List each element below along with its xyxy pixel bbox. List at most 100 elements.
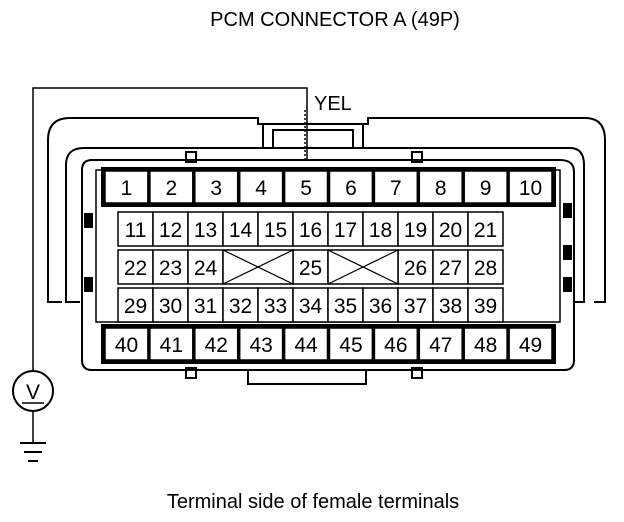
terminal-19: 19 — [397, 211, 434, 247]
terminal-number: 28 — [474, 257, 497, 280]
caption: Terminal side of female terminals — [167, 491, 459, 513]
terminal-47: 47 — [418, 327, 463, 361]
terminal-18: 18 — [362, 211, 399, 247]
terminal-number: 49 — [519, 334, 542, 357]
terminal-10: 10 — [508, 170, 553, 204]
side-lock-marks — [84, 203, 572, 292]
terminal-6: 6 — [328, 170, 374, 204]
terminal-number: 14 — [229, 219, 253, 242]
terminal-row-5: 40 41 42 43 44 45 46 47 48 49 — [101, 324, 556, 364]
terminal-31: 31 — [187, 287, 224, 323]
terminal-43: 43 — [238, 327, 284, 361]
terminal-22: 22 — [117, 249, 154, 285]
terminal-16: 16 — [292, 211, 329, 247]
terminal-number: 7 — [390, 177, 402, 200]
diagram-title: PCM CONNECTOR A (49P) — [210, 9, 460, 31]
terminal-1: 1 — [104, 170, 149, 204]
terminal-45: 45 — [328, 327, 374, 361]
terminal-21: 21 — [467, 211, 504, 247]
terminal-number: 42 — [205, 334, 228, 357]
terminal-number: 45 — [339, 334, 362, 357]
terminal-number: 43 — [249, 334, 272, 357]
terminal-number: 34 — [299, 295, 323, 318]
terminal-37: 37 — [397, 287, 434, 323]
terminal-number: 48 — [474, 334, 497, 357]
terminal-number: 21 — [474, 219, 497, 242]
terminal-17: 17 — [327, 211, 364, 247]
terminal-number: 46 — [384, 334, 407, 357]
terminal-28: 28 — [467, 249, 504, 285]
terminal-33: 33 — [257, 287, 294, 323]
terminal-number: 33 — [264, 295, 287, 318]
terminal-number: 31 — [194, 295, 217, 318]
terminal-number: 4 — [255, 177, 267, 200]
terminal-30: 30 — [152, 287, 189, 323]
terminal-number: 10 — [519, 177, 542, 200]
terminal-number: 15 — [264, 219, 287, 242]
terminal-number: 27 — [439, 257, 462, 280]
terminal-number: 13 — [194, 219, 217, 242]
terminal-number: 25 — [299, 257, 322, 280]
terminal-number: 23 — [159, 257, 182, 280]
terminal-7: 7 — [373, 170, 419, 204]
terminal-14: 14 — [222, 211, 259, 247]
terminal-number: 38 — [439, 295, 462, 318]
terminal-number: 47 — [429, 334, 452, 357]
terminal-42: 42 — [194, 327, 239, 361]
terminal-5: 5 — [283, 170, 329, 204]
terminal-25: 25 — [292, 249, 329, 285]
terminal-26: 26 — [397, 249, 434, 285]
terminal-number: 3 — [210, 177, 222, 200]
terminal-39: 39 — [467, 287, 504, 323]
terminal-4: 4 — [238, 170, 284, 204]
terminal-40: 40 — [104, 327, 149, 361]
terminal-9: 9 — [463, 170, 508, 204]
empty-cavity-1 — [222, 249, 294, 285]
terminal-46: 46 — [373, 327, 419, 361]
terminal-13: 13 — [187, 211, 224, 247]
terminal-number: 37 — [404, 295, 427, 318]
empty-cavity-2 — [327, 249, 399, 285]
terminal-41: 41 — [149, 327, 194, 361]
terminal-number: 30 — [159, 295, 182, 318]
terminal-23: 23 — [152, 249, 189, 285]
terminal-number: 24 — [194, 257, 218, 280]
terminal-number: 44 — [294, 334, 318, 357]
terminal-number: 2 — [166, 177, 178, 200]
terminal-number: 9 — [480, 177, 492, 200]
terminal-15: 15 — [257, 211, 294, 247]
terminal-11: 11 — [117, 211, 154, 247]
terminal-35: 35 — [327, 287, 364, 323]
voltmeter-symbol: V — [26, 381, 40, 404]
terminal-number: 8 — [435, 177, 447, 200]
terminal-12: 12 — [152, 211, 189, 247]
terminal-number: 6 — [345, 177, 357, 200]
terminal-number: 35 — [334, 295, 357, 318]
ground-icon — [20, 442, 46, 462]
terminal-3: 3 — [194, 170, 239, 204]
terminal-20: 20 — [432, 211, 469, 247]
terminal-number: 41 — [160, 334, 183, 357]
terminal-24: 24 — [187, 249, 224, 285]
terminal-49: 49 — [508, 327, 553, 361]
terminal-29: 29 — [117, 287, 154, 323]
terminal-number: 26 — [404, 257, 427, 280]
terminal-2: 2 — [149, 170, 194, 204]
terminal-38: 38 — [432, 287, 469, 323]
wire-color-label: YEL — [314, 93, 352, 115]
terminal-44: 44 — [283, 327, 329, 361]
terminal-number: 36 — [369, 295, 392, 318]
terminal-number: 1 — [121, 177, 133, 200]
terminal-number: 12 — [159, 219, 182, 242]
terminal-number: 19 — [404, 219, 427, 242]
terminal-number: 17 — [334, 219, 357, 242]
voltmeter-icon: V — [12, 370, 54, 412]
probe-wire — [32, 87, 308, 442]
terminal-number: 11 — [125, 219, 147, 242]
terminal-number: 39 — [474, 295, 497, 318]
connector-housing — [47, 117, 606, 385]
terminal-number: 18 — [369, 219, 392, 242]
terminal-number: 40 — [115, 334, 138, 357]
